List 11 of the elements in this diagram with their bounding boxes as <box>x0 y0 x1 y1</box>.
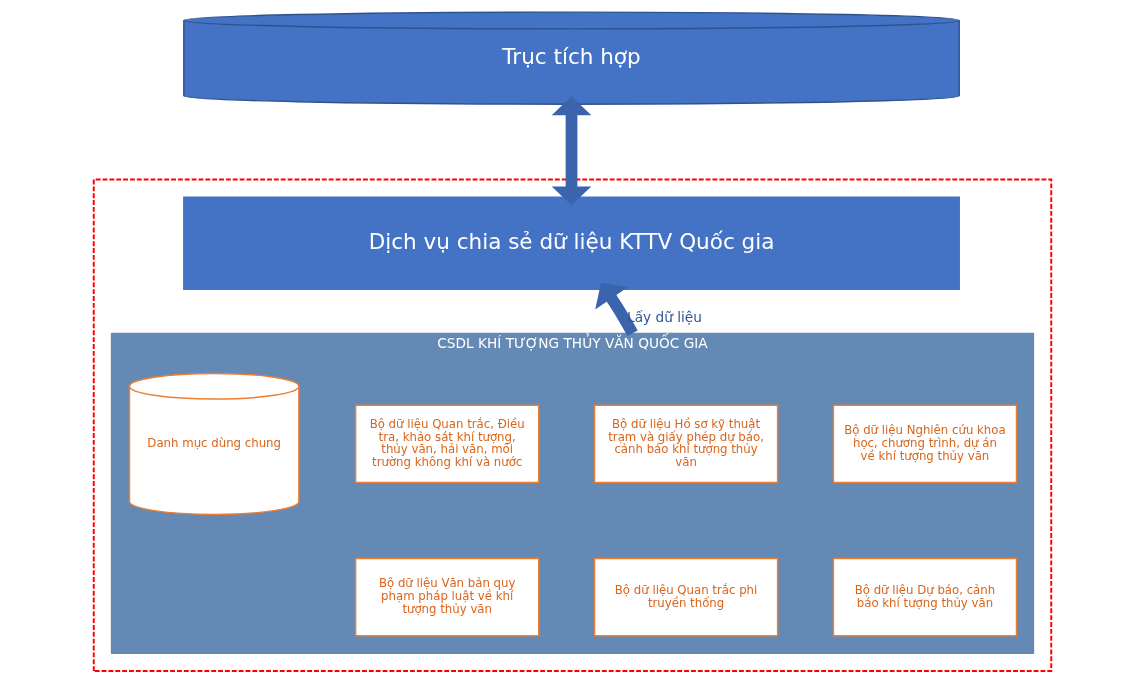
arrow <box>551 96 592 206</box>
arrow <box>595 282 638 337</box>
node-box: Bộ dữ liệu Quan trắc, Điều tra, khảo sát khí tượng, thủy văn, hải văn, môi trường không khí và nước <box>354 404 540 484</box>
edge-label: Lấy dữ liệu <box>627 308 702 325</box>
node-box: Bộ dữ liệu Văn bản quy phạm pháp luật về khí tượng thủy văn <box>354 557 540 637</box>
node-box: Dịch vụ chia sẻ dữ liệu KTTV Quốc gia <box>183 196 960 290</box>
node-box: Bộ dữ liệu Dự báo, cảnh báo khí tượng thủy văn <box>832 557 1018 637</box>
node-box: Bộ dữ liệu Hồ sơ kỹ thuật trạm và giấy phép dự báo, cảnh báo khí tượng thủy văn <box>593 404 779 484</box>
cluster <box>92 178 1053 672</box>
node-box: Bộ dữ liệu Quan trắc phi truyền thống <box>593 557 779 637</box>
node-box: Bộ dữ liệu Nghiên cứu khoa học, chương trình, dự án về khí tượng thủy văn <box>832 404 1018 484</box>
